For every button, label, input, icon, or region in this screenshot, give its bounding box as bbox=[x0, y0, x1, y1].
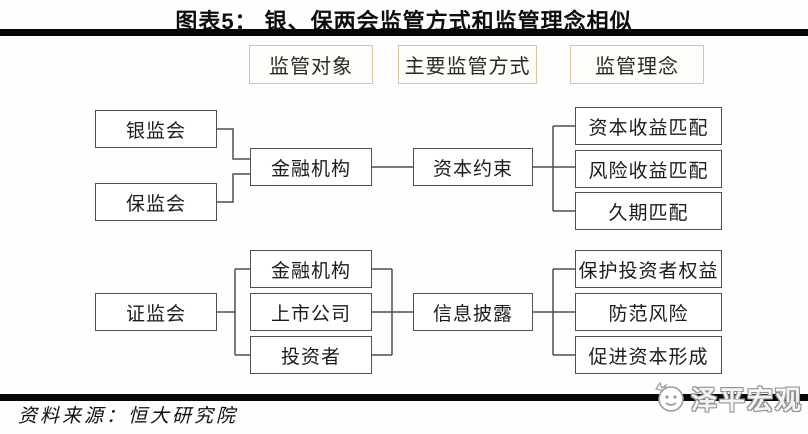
node-prevent-risk: 防范风险 bbox=[575, 293, 722, 331]
node-risk-return-matching: 风险收益匹配 bbox=[575, 150, 722, 188]
header-main-method: 主要监管方式 bbox=[398, 45, 537, 84]
source-note: 资料来源：恒大研究院 bbox=[18, 406, 239, 427]
node-promote-capital-formation: 促进资本形成 bbox=[575, 336, 722, 374]
node-financial-institutions: 金融机构 bbox=[250, 148, 372, 186]
header-philosophy: 监管理念 bbox=[570, 45, 704, 84]
node-capital-constraint: 资本约束 bbox=[413, 148, 533, 186]
node-information-disclosure: 信息披露 bbox=[413, 293, 533, 331]
node-duration-matching: 久期匹配 bbox=[575, 192, 722, 230]
watermark: 泽平宏观 bbox=[652, 379, 803, 417]
node-csrc: 证监会 bbox=[95, 293, 217, 331]
node-investors: 投资者 bbox=[250, 336, 372, 374]
top-rule bbox=[0, 29, 808, 36]
watermark-face-icon bbox=[655, 381, 684, 412]
bottom-rule bbox=[0, 394, 808, 401]
node-listed-companies: 上市公司 bbox=[250, 293, 372, 331]
node-financial-institutions-2: 金融机构 bbox=[250, 250, 372, 288]
watermark-text: 泽平宏观 bbox=[691, 384, 804, 415]
header-supervision-target: 监管对象 bbox=[249, 45, 373, 84]
node-capital-return-matching: 资本收益匹配 bbox=[575, 107, 722, 145]
node-cbrc: 银监会 bbox=[95, 110, 217, 148]
node-protect-investor-rights: 保护投资者权益 bbox=[575, 250, 722, 288]
node-circ: 保监会 bbox=[95, 183, 217, 221]
